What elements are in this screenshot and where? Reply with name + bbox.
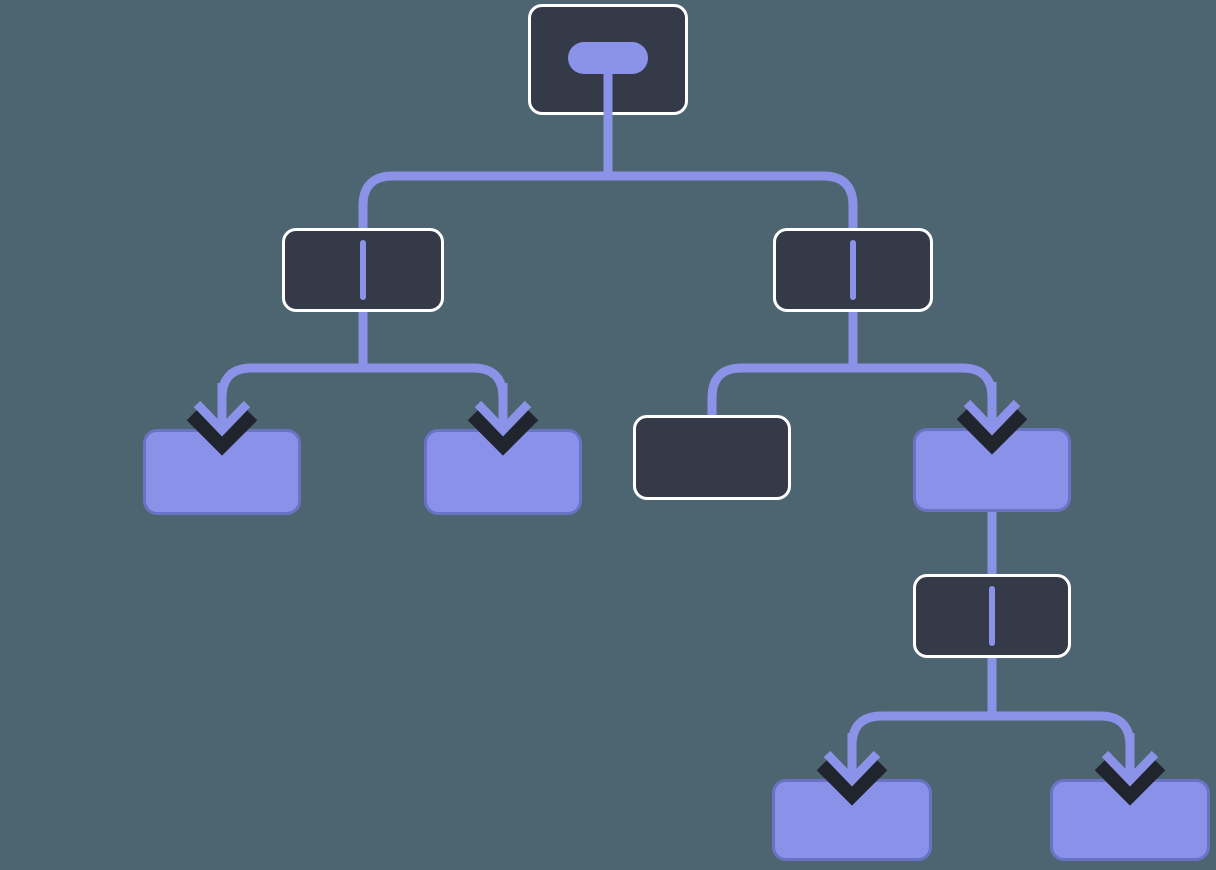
tree-node-leaf-4[interactable]	[772, 779, 932, 861]
vertical-line-indicator-icon	[360, 240, 366, 300]
tree-node-leaf-3[interactable]	[913, 428, 1071, 512]
tree-node-branch-bottom[interactable]	[913, 574, 1071, 658]
vertical-line-indicator-icon	[850, 240, 856, 300]
tree-node-root[interactable]	[528, 4, 688, 115]
tree-node-leaf-2[interactable]	[424, 429, 582, 515]
tree-node-leaf-5[interactable]	[1050, 779, 1210, 861]
tree-node-empty-node[interactable]	[633, 415, 791, 500]
tree-node-branch-right[interactable]	[773, 228, 933, 312]
vertical-line-indicator-icon	[989, 586, 995, 646]
pill-stem	[603, 67, 613, 115]
tree-node-leaf-1[interactable]	[143, 429, 301, 515]
tree-node-branch-left[interactable]	[282, 228, 444, 312]
pill-indicator-icon	[568, 42, 648, 74]
